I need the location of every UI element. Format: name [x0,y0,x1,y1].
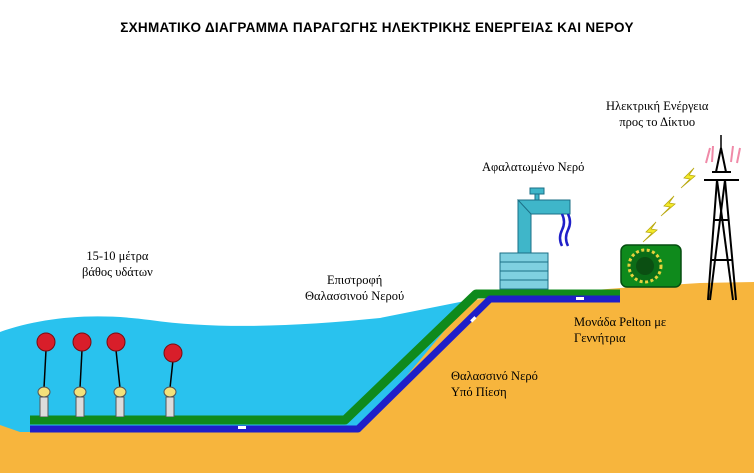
desalinated-water-label: Αφαλατωμένο Νερό [482,159,584,175]
diagram-title: ΣΧΗΜΑΤΙΚΟ ΔΙΑΓΡΑΜΜΑ ΠΑΡΑΓΩΓΗΣ ΗΛΕΚΤΡΙΚΗΣ… [120,20,634,35]
electric-energy-label: Ηλεκτρική Ενέργεια προς το Δίκτυο [606,98,708,130]
wave-energy-converter-icon [36,332,56,423]
wave-energy-converter-icon [72,332,92,423]
pressure-pipe [30,295,620,433]
wave-energy-converter-icon [106,332,128,423]
pelton-unit-label: Μονάδα Pelton με Γεννήτρια [574,314,666,346]
buoy-icon [72,332,92,352]
pylon-icon [704,135,739,301]
electric-energy-label-line: προς το Δίκτυο [619,115,696,129]
pipe-marker [238,426,246,429]
return-water-label-line: Επιστροφή [326,273,383,287]
return-water-label-line: Θαλασσινού Νερού [305,289,405,303]
depth-label-line: βάθος υδάτων [82,265,153,279]
tower-glow [705,145,741,164]
buoy-icon [106,332,126,352]
pelton-turbine-icon [620,244,682,288]
pressurized-water-label-line: Υπό Πίεση [451,385,507,399]
depth-label: 15-10 μέτρα βάθος υδάτων [82,248,153,280]
pipe-marker [576,297,584,300]
water-tap-icon [499,187,572,290]
buoy-icon [36,332,56,352]
wave-energy-converter-icon [162,343,183,423]
desalinated-water-label-line: Αφαλατωμένο Νερό [482,160,585,174]
ground-area [0,282,754,473]
pressurized-water-label: Θαλασσινό Νερό Υπό Πίεση [451,368,538,400]
return-pipe [30,289,620,425]
lightning-icon [642,167,696,243]
pressurized-water-label-line: Θαλασσινό Νερό [451,369,538,383]
depth-label-line: 15-10 μέτρα [86,249,149,263]
pelton-unit-label-line: Γεννήτρια [574,331,626,345]
buoy-icon [163,343,183,363]
pipe-marker [470,316,477,323]
electric-energy-label-line: Ηλεκτρική Ενέργεια [606,99,709,113]
pelton-unit-label-line: Μονάδα Pelton με [574,315,667,329]
return-water-label: Επιστροφή Θαλασσινού Νερού [305,272,404,304]
